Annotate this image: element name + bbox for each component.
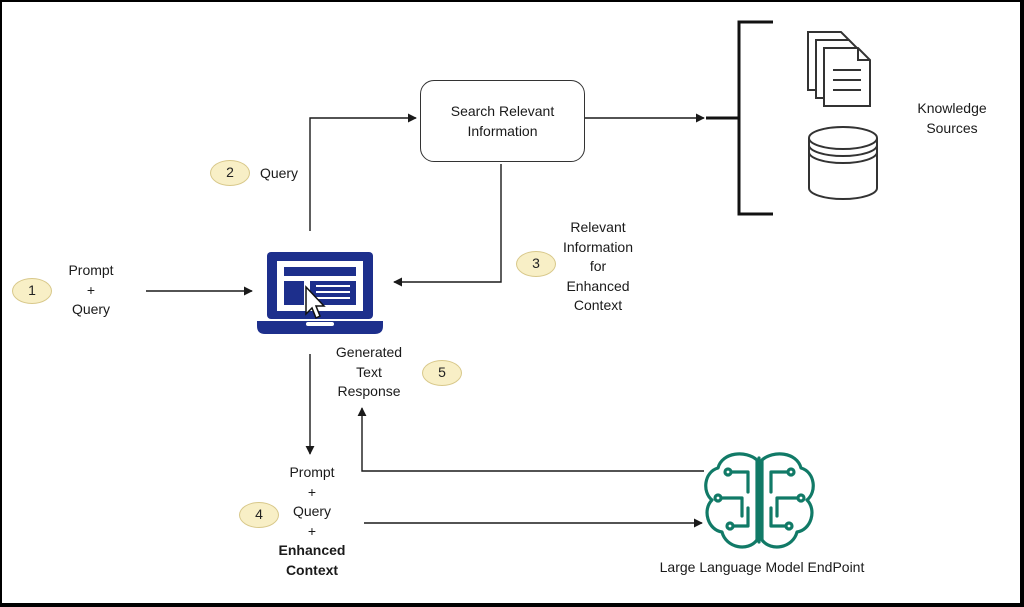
database-icon [808, 126, 878, 200]
step-badge-1: 1 [12, 278, 52, 304]
relevant-information-label: Relevant Information for Enhanced Contex… [562, 219, 634, 313]
step-badge-4: 4 [239, 502, 279, 528]
mouse-cursor-icon [305, 285, 326, 320]
search-relevant-information-box: Search Relevant Information [420, 80, 585, 162]
arrow-search-to-laptop [393, 164, 502, 287]
brain-circuit-icon [704, 452, 815, 549]
arrow-llm-to-response [357, 407, 704, 472]
generated-response-label: Generated Text Response [335, 344, 403, 399]
arrow-laptop-to-search [309, 113, 417, 231]
llm-endpoint-label: Large Language Model EndPoint [659, 559, 865, 575]
prompt-query-label: Prompt + Query [68, 262, 114, 317]
step-badge-5: 5 [422, 360, 462, 386]
query-label: Query [259, 165, 299, 181]
knowledge-sources-bracket [706, 20, 773, 216]
step-badge-2: 2 [210, 160, 250, 186]
enhanced-prompt-label: Prompt + Query + Enhanced Context [278, 464, 346, 578]
knowledge-sources-label: Knowledge Sources [917, 100, 987, 136]
documents-icon [807, 31, 871, 107]
step-badge-3: 3 [516, 251, 556, 277]
laptop-icon [257, 252, 383, 334]
